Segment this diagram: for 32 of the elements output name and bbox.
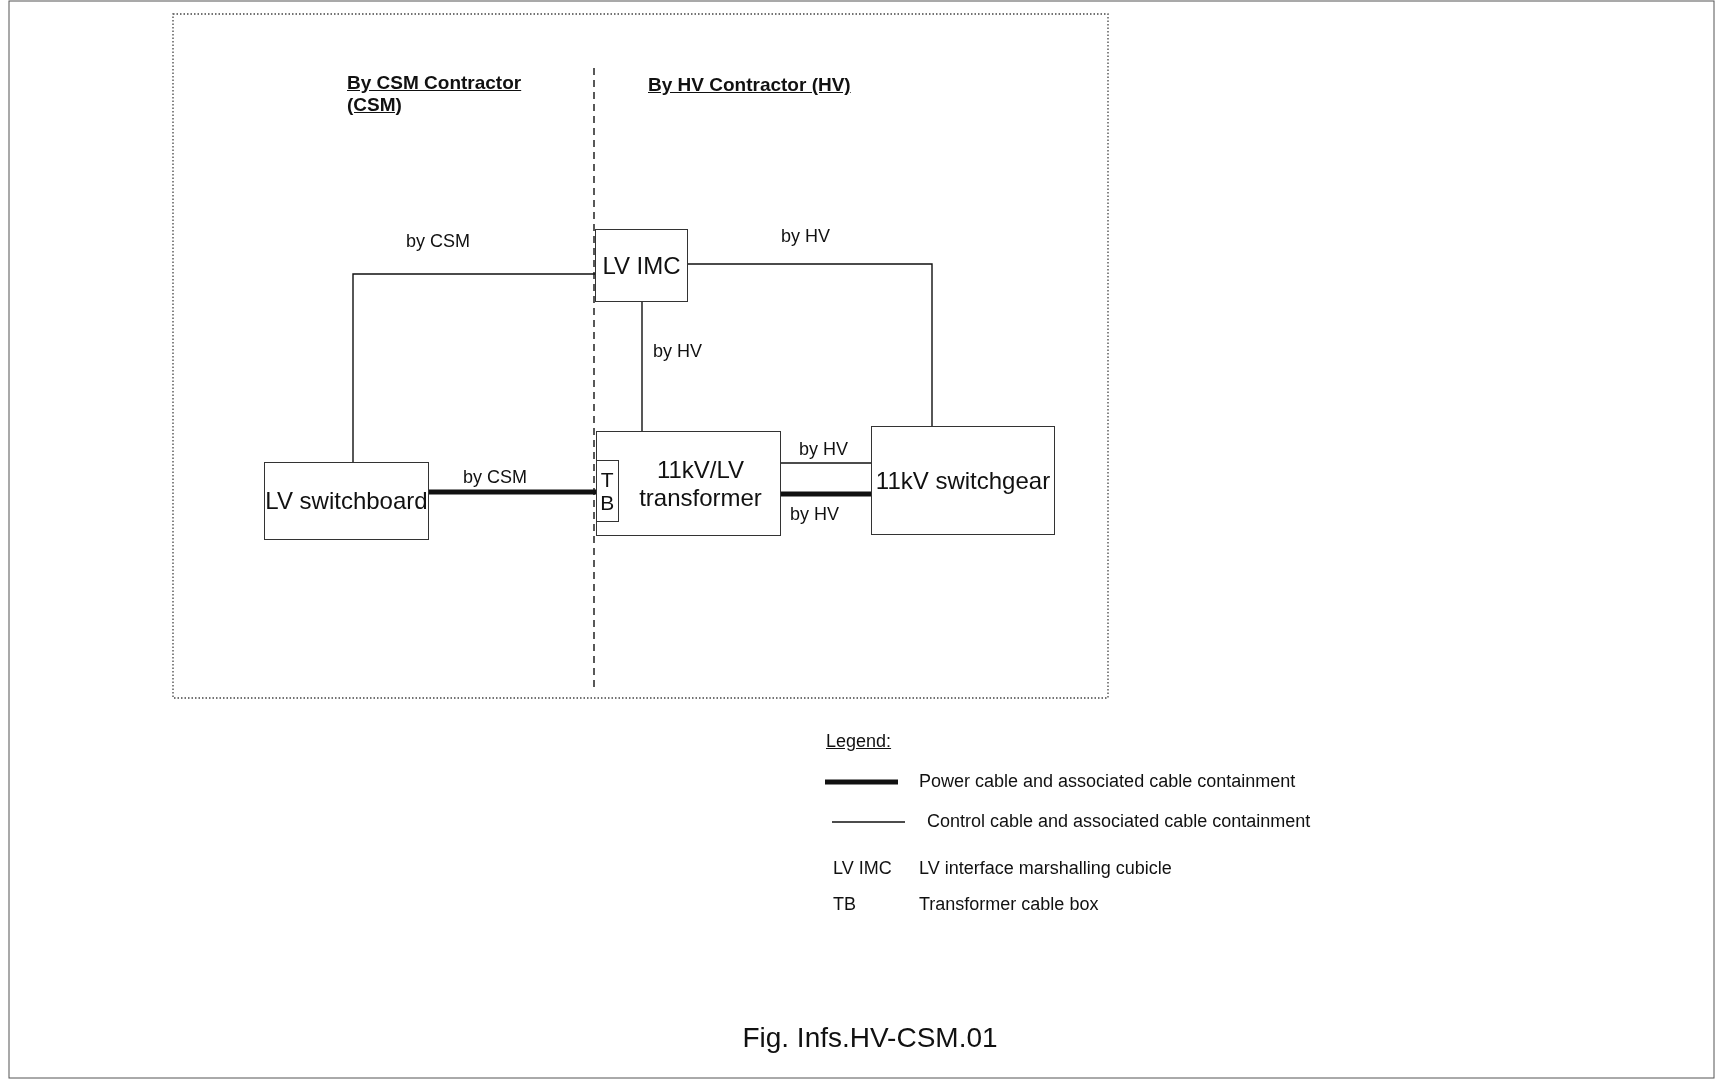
legend-text: LV IMC	[833, 858, 892, 879]
legend-text: Transformer cable box	[919, 894, 1099, 915]
cable-box	[595, 459, 619, 522]
control-cable-line	[780, 462, 872, 464]
equipment-box	[871, 426, 1055, 535]
node-label: LV IMC	[602, 251, 681, 280]
power-cable-line	[781, 491, 871, 497]
control-cable-line	[641, 301, 643, 432]
edge-label: by HV	[653, 341, 703, 362]
legend-text: Control cable and associated cable containment	[927, 811, 1311, 832]
control-cable-line	[687, 263, 933, 427]
legend-title: Legend:	[826, 731, 892, 752]
equipment-box	[264, 462, 429, 540]
section-heading: By CSM Contractor (CSM)	[347, 72, 523, 116]
edge-label: by CSM	[463, 467, 527, 488]
control-cable-line	[352, 273, 596, 463]
edge-label: by HV	[799, 439, 849, 460]
node-label: 11kV switchgear	[875, 466, 1051, 495]
node-label: LV switchboard	[265, 487, 428, 515]
edge-label: by HV	[781, 226, 831, 247]
figure-caption: Fig. Infs.HV-CSM.01	[742, 1022, 998, 1054]
equipment-box	[595, 229, 688, 302]
legend-text: TB	[833, 894, 856, 915]
node-label: T B	[599, 467, 615, 514]
equipment-box	[596, 431, 781, 536]
section-heading: By HV Contractor (HV)	[648, 74, 852, 96]
node-label: 11kV/LV transformer	[638, 455, 763, 512]
power-cable-line	[429, 489, 596, 495]
edge-label: by CSM	[406, 231, 470, 252]
edge-label: by HV	[790, 504, 840, 525]
legend-text: LV interface marshalling cubicle	[919, 858, 1172, 879]
legend-text: Power cable and associated cable containment	[919, 771, 1296, 792]
